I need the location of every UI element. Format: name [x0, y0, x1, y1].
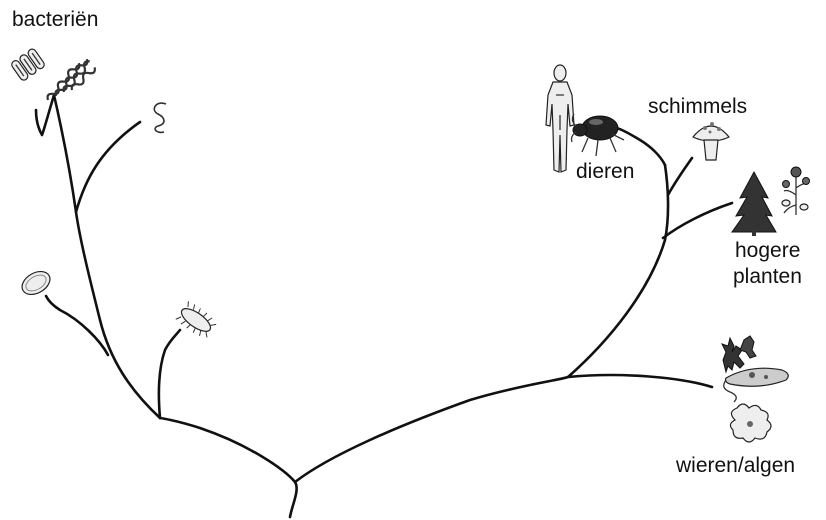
animals-twig [608, 124, 667, 167]
human-icon [545, 64, 575, 173]
plants-label-line1: hogere [735, 239, 801, 262]
beetle-icon [570, 113, 625, 157]
main-trunk [158, 416, 298, 519]
bacteria-trunk [52, 93, 162, 420]
spirilla-bacteria-icon [46, 58, 96, 101]
bacteria-twig-spirochete [74, 120, 142, 214]
eukaryote-upper-trunk [566, 163, 670, 379]
tree-branches [34, 93, 734, 519]
fir-tree-icon [731, 170, 777, 236]
algae-twig [566, 373, 714, 389]
bacteria-twig-rods [34, 93, 56, 137]
bacteria-twig-coccus [44, 294, 110, 357]
animals-label: dieren [576, 160, 635, 183]
plants-twig [661, 201, 734, 240]
mushroom-icon [692, 122, 730, 161]
bacteria-twig-flagellated [157, 328, 182, 420]
euglena-icon [723, 367, 789, 403]
amoeba-icon [729, 403, 772, 443]
algae-label: wieren/algen [676, 454, 796, 477]
eukaryote-branch [293, 375, 570, 484]
plants-label-line2: planten [733, 265, 802, 288]
spirochete-icon [153, 102, 167, 134]
flowering-plant-icon [781, 166, 810, 215]
rod-bacteria-icon [11, 48, 45, 81]
seaweed-icon [721, 335, 757, 374]
coccus-bacterium-icon [21, 270, 51, 296]
flagellated-bacterium-icon [175, 301, 217, 338]
fungi-twig [666, 156, 694, 197]
bacteria-label: bacteriën [12, 8, 99, 31]
fungi-label: schimmels [648, 95, 748, 118]
